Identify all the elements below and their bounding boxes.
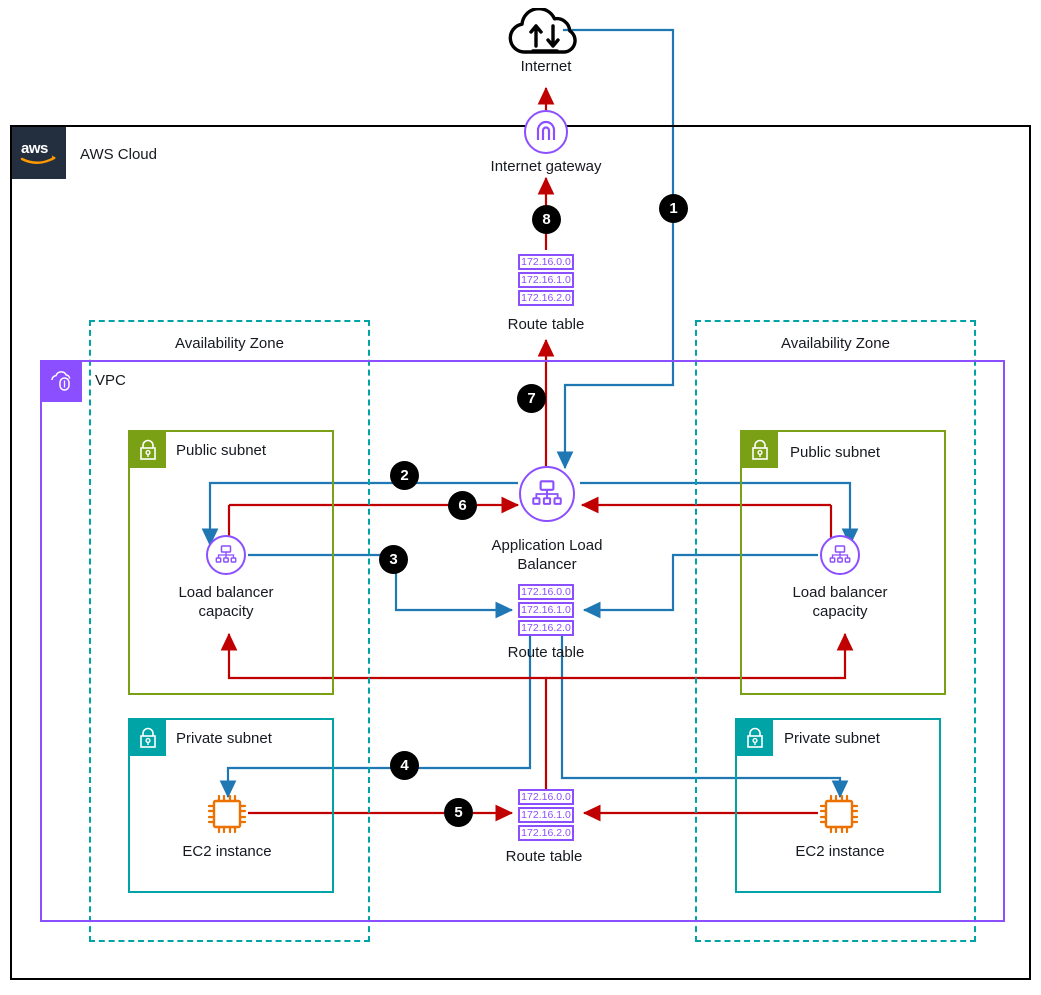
application-load-balancer-node: [519, 466, 575, 522]
public-subnet-right-label: Public subnet: [790, 444, 881, 461]
load-balancer-capacity-left: [206, 535, 246, 575]
route-entry: 172.16.1.0: [518, 602, 574, 618]
vpc-boundary: [40, 360, 1005, 922]
public-route-table-label: Route table: [507, 644, 585, 661]
step-badge-3: 3: [379, 545, 408, 574]
igw-route-table: 172.16.0.0 172.16.1.0 172.16.2.0: [518, 254, 574, 308]
ec2-instance-icon: [207, 794, 247, 834]
private-route-table-label: Route table: [505, 848, 583, 865]
alb-label-line1: Application Load: [491, 537, 603, 554]
step-badge-7: 7: [517, 384, 546, 413]
route-entry: 172.16.0.0: [518, 254, 574, 270]
lock-icon: [140, 727, 156, 748]
lock-icon: [747, 727, 763, 748]
load-balancer-capacity-right: [820, 535, 860, 575]
private-subnet-right: [735, 718, 941, 893]
private-route-table: 172.16.0.0 172.16.1.0 172.16.2.0: [518, 789, 574, 843]
lock-icon: [140, 439, 156, 460]
step-badge-8: 8: [532, 205, 561, 234]
vpc-icon-badge: [42, 362, 82, 402]
internet-node: [505, 6, 585, 65]
route-entry: 172.16.0.0: [518, 584, 574, 600]
step-badge-6: 6: [448, 491, 477, 520]
availability-zone-left-label: Availability Zone: [175, 335, 284, 352]
public-subnet-left: [128, 430, 334, 695]
aws-cloud-boundary: [10, 125, 1031, 980]
public-subnet-left-badge: [130, 432, 166, 468]
load-balancer-icon: [829, 545, 851, 563]
alb-label-line2: Balancer: [517, 556, 577, 573]
ec2-instance-left: [205, 792, 249, 841]
step-badge-4: 4: [390, 751, 419, 780]
private-subnet-right-label: Private subnet: [784, 730, 880, 747]
aws-logo-icon: aws: [20, 140, 56, 164]
public-subnet-right: [740, 430, 946, 695]
internet-gateway-label: Internet gateway: [490, 158, 602, 175]
ec2-instance-right-label: EC2 instance: [795, 843, 885, 860]
load-balancer-icon: [215, 545, 237, 563]
vpc-label: VPC: [95, 372, 126, 389]
private-subnet-left-badge: [130, 720, 166, 756]
route-entry: 172.16.1.0: [518, 272, 574, 288]
public-subnet-left-label: Public subnet: [176, 442, 267, 459]
igw-route-table-label: Route table: [507, 316, 585, 333]
internet-gateway-icon: [536, 120, 556, 140]
load-balancer-capacity-left-label-2: capacity: [198, 603, 254, 620]
private-subnet-right-badge: [737, 720, 773, 756]
ec2-instance-right: [817, 792, 861, 841]
aws-cloud-label: AWS Cloud: [80, 146, 157, 163]
private-subnet-left: [128, 718, 334, 893]
public-route-table: 172.16.0.0 172.16.1.0 172.16.2.0: [518, 584, 574, 638]
step-badge-5: 5: [444, 798, 473, 827]
internet-cloud-icon: [508, 6, 577, 54]
route-entry: 172.16.1.0: [518, 807, 574, 823]
svg-text:aws: aws: [21, 140, 48, 157]
route-entry: 172.16.2.0: [518, 620, 574, 636]
availability-zone-right-label: Availability Zone: [781, 335, 890, 352]
step-badge-1: 1: [659, 194, 688, 223]
route-entry: 172.16.0.0: [518, 789, 574, 805]
step-badge-2: 2: [390, 461, 419, 490]
internet-label: Internet: [520, 58, 572, 75]
route-entry: 172.16.2.0: [518, 825, 574, 841]
availability-zone-right: [695, 320, 976, 942]
ec2-instance-icon: [819, 794, 859, 834]
aws-logo-badge: aws: [12, 127, 66, 179]
private-subnet-left-label: Private subnet: [176, 730, 272, 747]
lock-icon: [752, 439, 768, 460]
route-entry: 172.16.2.0: [518, 290, 574, 306]
public-subnet-right-badge: [742, 432, 778, 468]
vpc-icon: [51, 371, 71, 391]
ec2-instance-left-label: EC2 instance: [182, 843, 272, 860]
internet-gateway-node: [524, 110, 568, 154]
availability-zone-left: [89, 320, 370, 942]
load-balancer-capacity-left-label-1: Load balancer: [178, 584, 274, 601]
load-balancer-icon: [532, 480, 562, 505]
load-balancer-capacity-right-label-2: capacity: [812, 603, 868, 620]
load-balancer-capacity-right-label-1: Load balancer: [792, 584, 888, 601]
